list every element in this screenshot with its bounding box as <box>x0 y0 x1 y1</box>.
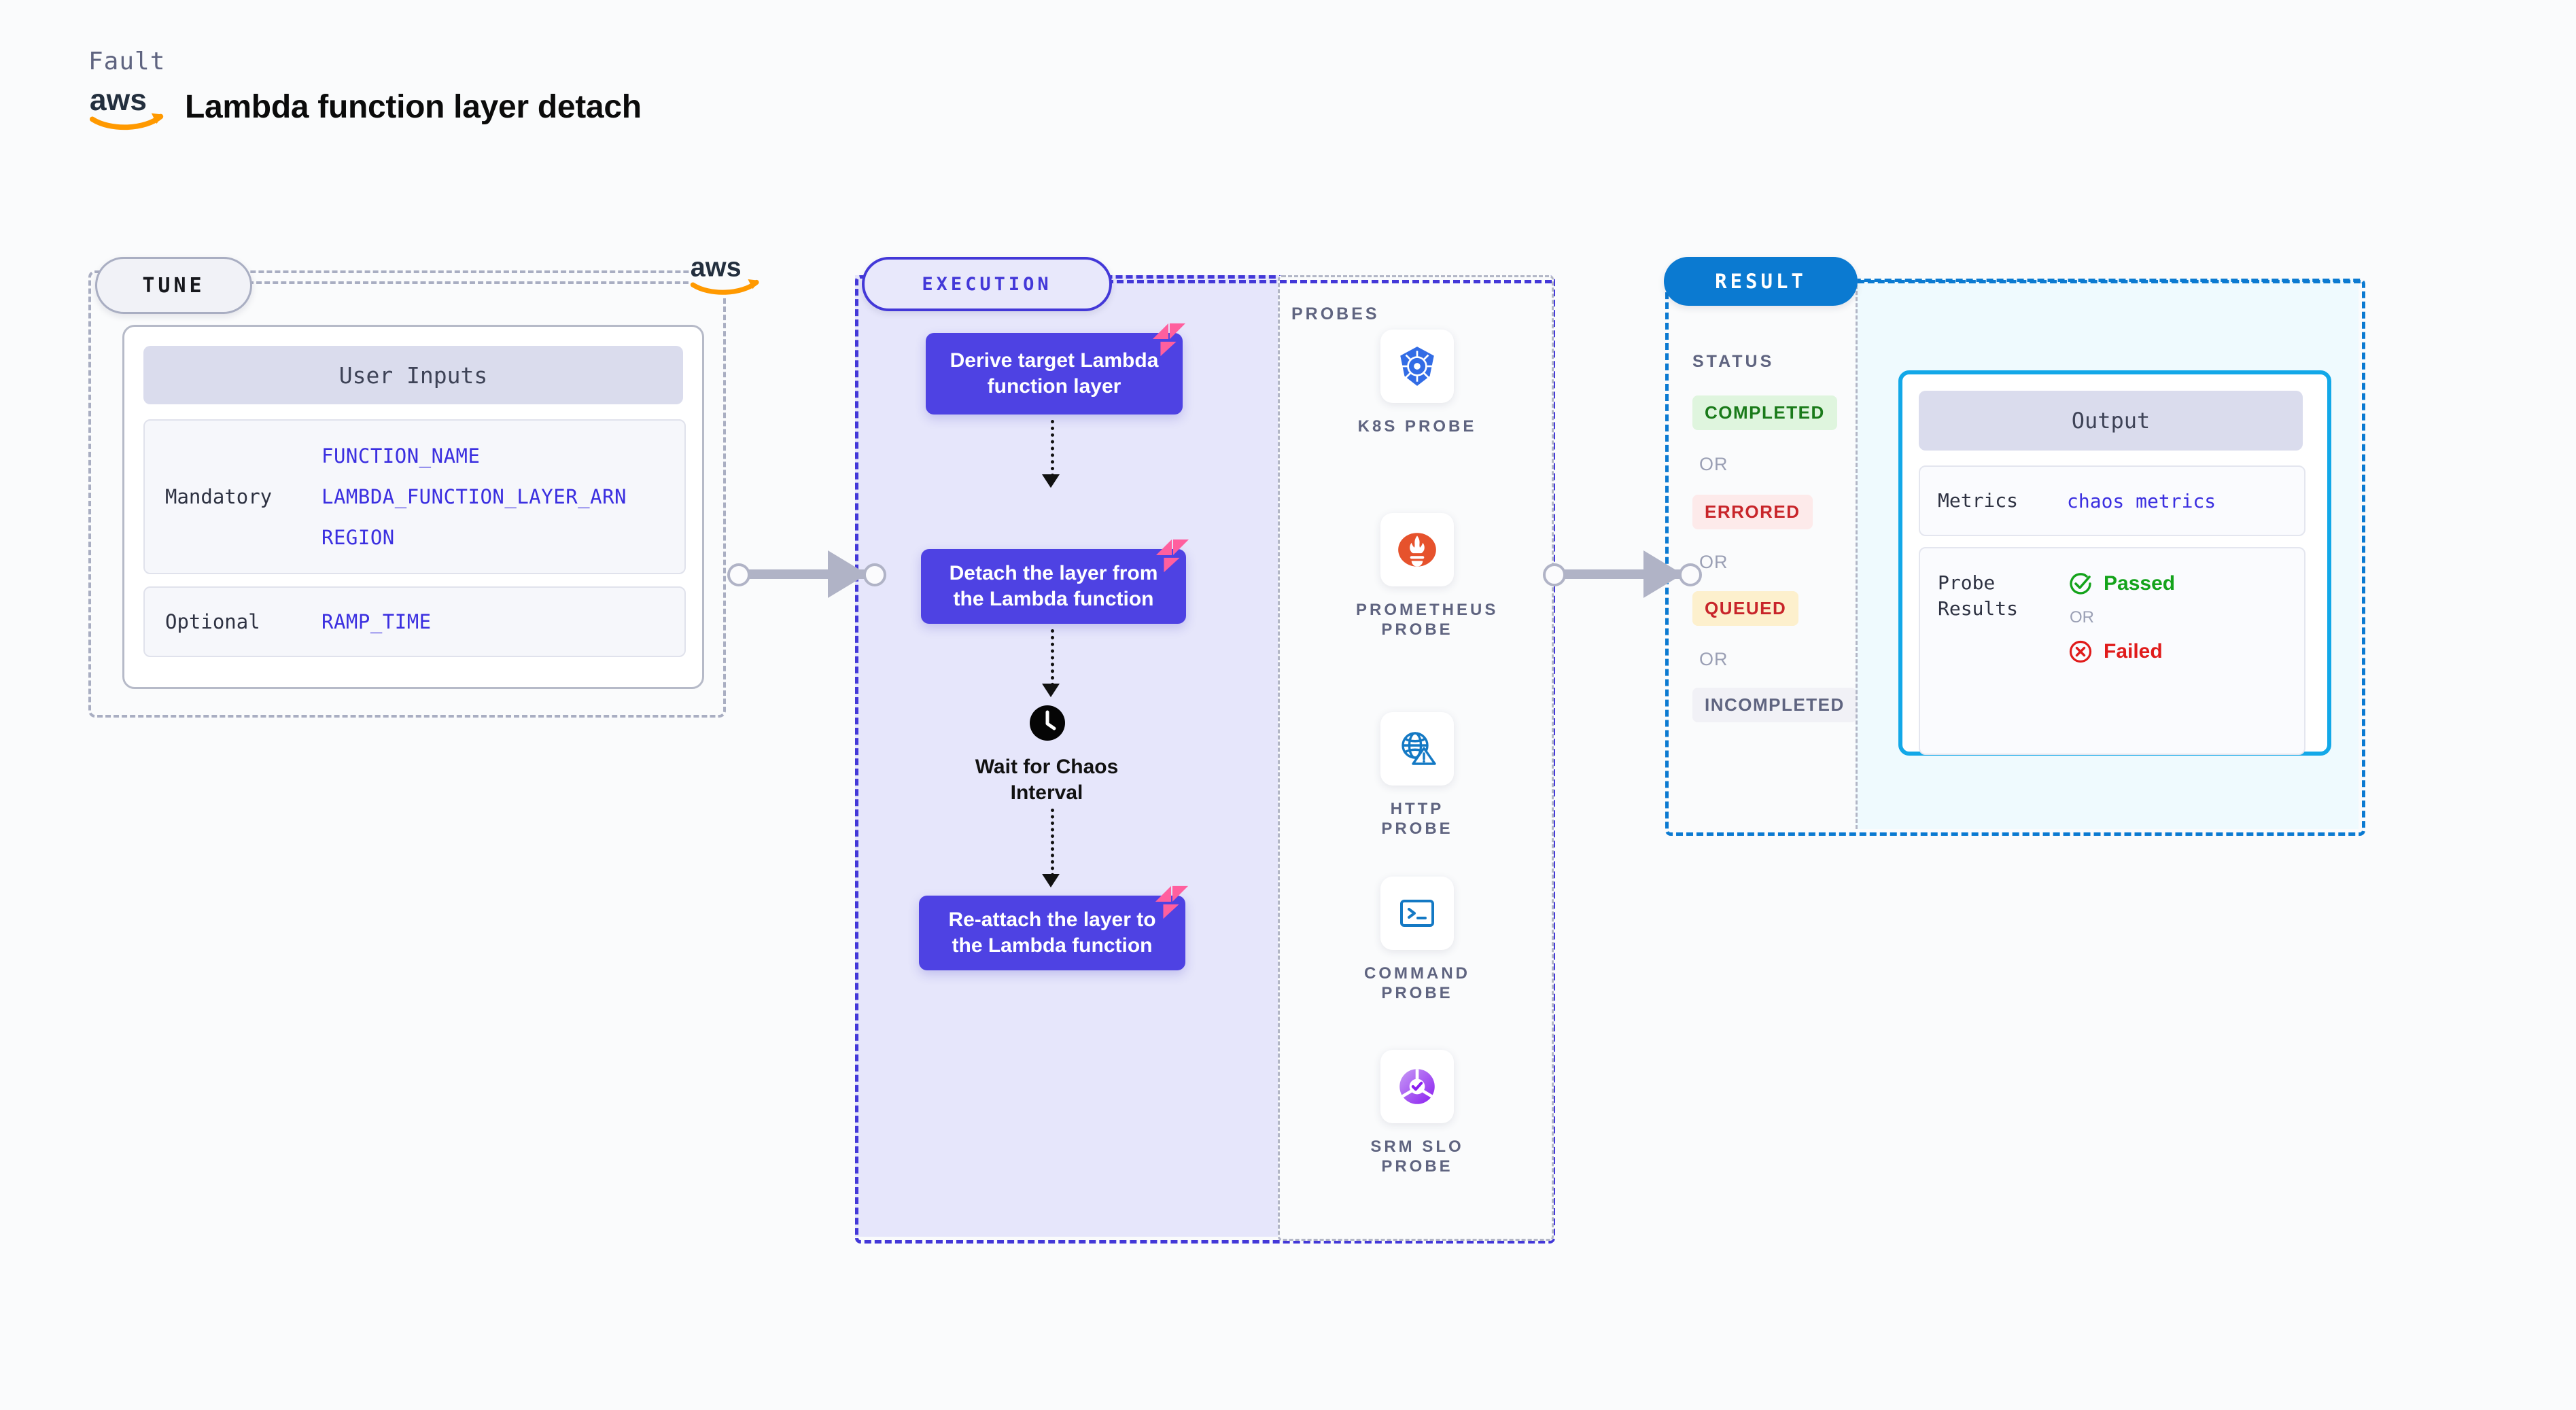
connector-tune-to-execution <box>719 550 886 598</box>
terminal-icon <box>1380 877 1454 950</box>
user-inputs-title: User Inputs <box>338 362 488 389</box>
probe-label-prometheus: PROMETHEUS PROBE <box>1356 601 1499 639</box>
svg-text:aws: aws <box>90 84 147 117</box>
result-label: RESULT <box>1715 270 1807 293</box>
status-title: STATUS <box>1692 352 1775 371</box>
status-or-1: OR <box>1699 454 1728 474</box>
tune-label: TUNE <box>142 273 205 298</box>
passed-label: Passed <box>2104 572 2176 595</box>
probe-results-row: Probe Results Passed OR Failed <box>1919 547 2305 755</box>
status-or-2: OR <box>1699 552 1728 572</box>
execution-step-reattach-layer[interactable]: Re-attach the layer to the Lambda functi… <box>919 885 1189 970</box>
flow-arrow-1 <box>1042 474 1060 488</box>
status-badge-errored: ERRORED <box>1692 495 1813 529</box>
execution-step-detach-layer[interactable]: Detach the layer from the Lambda functio… <box>921 539 1189 624</box>
flow-arrow-3 <box>1042 874 1060 887</box>
harness-logo-icon <box>1155 885 1189 919</box>
failed-label: Failed <box>2104 640 2163 663</box>
probe-item-k8s[interactable]: K8S PROBE <box>1356 330 1478 436</box>
output-card: Output Metrics chaos metrics Probe Resul… <box>1898 370 2331 756</box>
execution-label-pill: EXECUTION <box>862 257 1112 311</box>
param-function-name: FUNCTION_NAME <box>321 444 481 468</box>
probe-result-or: OR <box>2070 608 2094 627</box>
kubernetes-icon <box>1380 330 1454 403</box>
execution-label: EXECUTION <box>922 273 1052 295</box>
result-dashed-connector-line <box>1858 280 2361 283</box>
probes-title: PROBES <box>1291 304 1380 323</box>
probe-item-command[interactable]: COMMAND PROBE <box>1356 877 1478 1004</box>
prometheus-icon <box>1380 513 1454 586</box>
param-lambda-function-layer-arn: LAMBDA_FUNCTION_LAYER_ARN <box>321 485 627 508</box>
metrics-row: Metrics chaos metrics <box>1919 465 2305 536</box>
flow-line-3 <box>1051 809 1054 877</box>
probe-label-http: HTTP PROBE <box>1381 800 1453 839</box>
probe-label-srm-slo: SRM SLO PROBE <box>1370 1138 1464 1176</box>
svg-text:aws: aws <box>691 253 742 283</box>
clock-icon <box>1028 704 1066 742</box>
probe-label-command: COMMAND PROBE <box>1364 964 1470 1003</box>
fault-kicker: Fault <box>88 48 166 75</box>
output-header: Output <box>1919 391 2303 451</box>
tune-dashed-connector-line <box>248 281 697 284</box>
flow-line-1 <box>1051 420 1054 477</box>
probe-item-http[interactable]: HTTP PROBE <box>1356 712 1478 839</box>
http-globe-warning-icon <box>1380 712 1454 786</box>
page-header: Fault aws Lambda function layer detach <box>88 48 642 131</box>
flow-line-2 <box>1051 629 1054 686</box>
probe-results-key: Probe Results <box>1938 571 2019 620</box>
probe-item-prometheus[interactable]: PROMETHEUS PROBE <box>1356 513 1499 640</box>
probe-result-failed: Failed <box>2067 638 2175 665</box>
user-inputs-card: User Inputs Mandatory FUNCTION_NAME LAMB… <box>122 325 704 689</box>
mandatory-params-block: Mandatory FUNCTION_NAME LAMBDA_FUNCTION_… <box>143 419 686 574</box>
harness-logo-icon <box>1152 323 1186 357</box>
flow-arrow-2 <box>1042 684 1060 697</box>
execution-step-derive-target-layer[interactable]: Derive target Lambda function layer <box>926 323 1186 415</box>
metrics-key: Metrics <box>1938 489 2019 512</box>
execution-step-label: Derive target Lambda function layer <box>950 349 1159 398</box>
tune-panel <box>88 270 726 718</box>
result-label-pill: RESULT <box>1664 257 1858 306</box>
aws-logo-icon-small: aws <box>689 250 763 296</box>
execution-step-label: Re-attach the layer to the Lambda functi… <box>948 908 1156 957</box>
check-circle-icon <box>2070 573 2091 595</box>
status-or-3: OR <box>1699 649 1728 669</box>
execution-step-label: Detach the layer from the Lambda functio… <box>949 561 1158 610</box>
wait-for-chaos-interval-label: Wait for Chaos Interval <box>975 756 1119 804</box>
connector-execution-to-result <box>1535 550 1702 598</box>
param-region: REGION <box>321 526 395 549</box>
probe-result-passed: Passed <box>2067 570 2175 597</box>
optional-label: Optional <box>165 610 260 633</box>
result-inner-divider <box>1856 279 1858 829</box>
probe-label-k8s: K8S PROBE <box>1357 417 1477 436</box>
status-badge-incompleted: INCOMPLETED <box>1692 688 1857 722</box>
optional-params-block: Optional RAMP_TIME <box>143 586 686 657</box>
status-badge-completed: COMPLETED <box>1692 395 1837 430</box>
metrics-value: chaos metrics <box>2067 489 2216 512</box>
probe-item-srm-slo[interactable]: SRM SLO PROBE <box>1356 1050 1478 1177</box>
harness-logo-icon <box>1155 539 1189 573</box>
execution-dashed-connector-line <box>1107 280 1552 283</box>
page-title: Lambda function layer detach <box>185 88 642 125</box>
aws-logo-icon: aws <box>88 82 167 131</box>
mandatory-label: Mandatory <box>165 485 273 508</box>
user-inputs-header: User Inputs <box>143 346 683 404</box>
srm-slo-icon <box>1380 1050 1454 1123</box>
output-title: Output <box>2071 408 2151 434</box>
tune-label-pill: TUNE <box>95 257 252 314</box>
execution-panel-fill <box>855 275 1278 1237</box>
param-ramp-time: RAMP_TIME <box>321 610 432 633</box>
status-badge-queued: QUEUED <box>1692 591 1799 626</box>
x-circle-icon <box>2069 640 2092 663</box>
